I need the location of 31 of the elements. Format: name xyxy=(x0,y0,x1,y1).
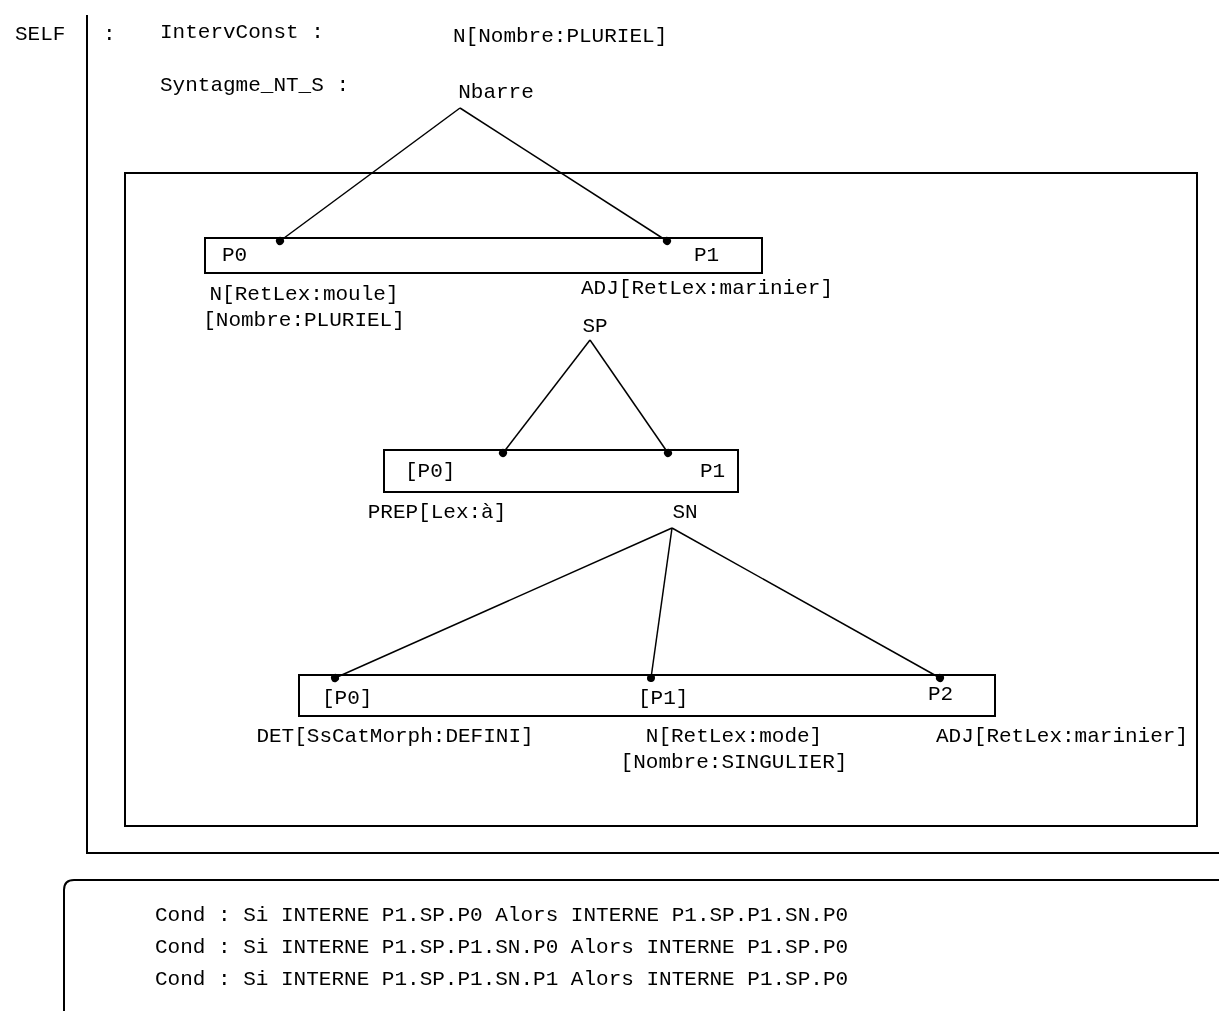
field-label: : xyxy=(103,22,116,48)
node-label: SP xyxy=(570,314,620,340)
field-label: SELF xyxy=(15,22,66,48)
field-label: N[Nombre:PLURIEL] xyxy=(453,24,668,50)
branch-line xyxy=(499,339,591,457)
position-label: [P0] xyxy=(322,686,373,712)
feature-label: N[RetLex:moule] [Nombre:PLURIEL] xyxy=(202,282,406,334)
branch-line xyxy=(589,339,672,457)
feature-label: DET[SsCatMorph:DEFINI] xyxy=(255,724,535,750)
branch-line xyxy=(647,527,673,682)
branch-line xyxy=(276,107,461,245)
node-label: SN xyxy=(660,498,710,528)
field-label: IntervConst : xyxy=(160,20,324,46)
position-label: P2 xyxy=(928,682,954,708)
feature-label: ADJ[RetLex:marinier] xyxy=(579,276,834,302)
condition-text: Cond : Si INTERNE P1.SP.P0 Alors INTERNE P1.SP.P1.SN.P0 xyxy=(155,903,849,929)
position-label: P1 xyxy=(694,243,720,269)
position-label: P1 xyxy=(700,459,726,485)
branch-line xyxy=(671,527,944,682)
position-label: [P0] xyxy=(405,459,456,485)
feature-label: N[RetLex:mode] [Nombre:SINGULIER] xyxy=(619,724,849,776)
branch-line xyxy=(331,527,673,682)
condition-text: Cond : Si INTERNE P1.SP.P1.SN.P0 Alors INTERNE P1.SP.P0 xyxy=(155,935,849,961)
branch-line xyxy=(459,107,671,245)
node-label: Nbarre xyxy=(446,78,546,108)
condition-text: Cond : Si INTERNE P1.SP.P1.SN.P1 Alors INTERNE P1.SP.P0 xyxy=(155,967,849,993)
position-label: [P1] xyxy=(638,686,689,712)
feature-label: PREP[Lex:à] xyxy=(366,500,508,526)
feature-label: ADJ[RetLex:marinier] xyxy=(934,724,1189,750)
position-label: P0 xyxy=(222,243,248,269)
field-label: Syntagme_NT_S : xyxy=(160,73,350,99)
